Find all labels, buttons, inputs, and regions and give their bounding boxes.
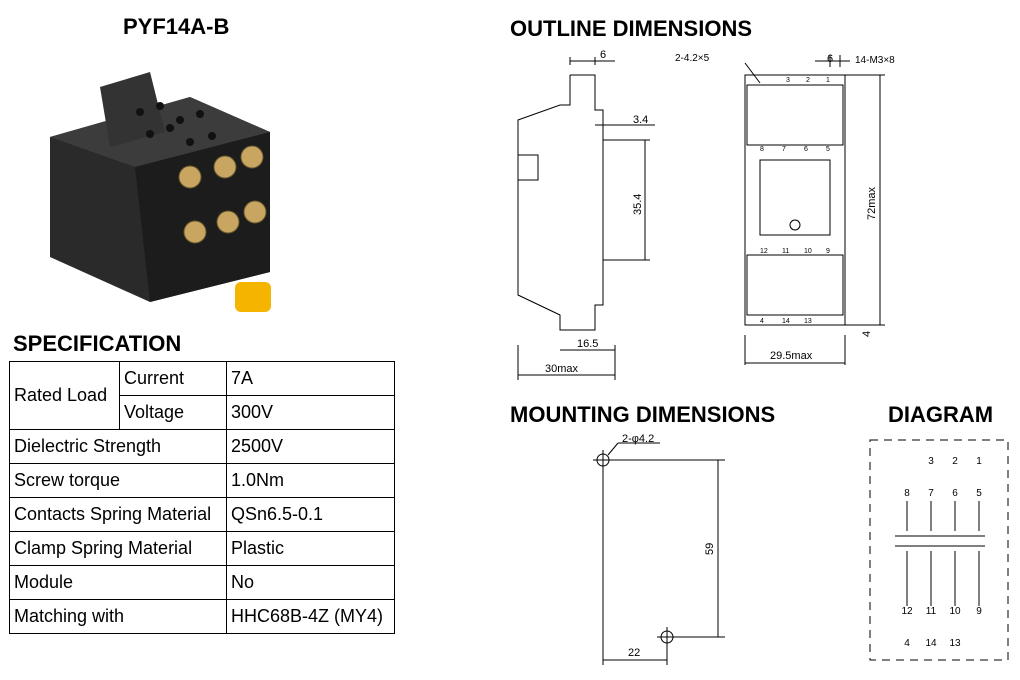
clip-tab	[235, 282, 271, 312]
diagram-terminal: 9	[976, 606, 982, 617]
diagram-terminal: 12	[901, 606, 913, 617]
diagram-terminal: 10	[949, 606, 961, 617]
contact-set	[895, 501, 985, 606]
diagram-terminal: 13	[949, 638, 961, 649]
diagram-terminal: 7	[928, 488, 934, 499]
spec-sublabel: Current	[119, 361, 227, 396]
mounting-title: MOUNTING DIMENSIONS	[510, 402, 776, 427]
spec-value: HHC68B-4Z (MY4)	[226, 599, 395, 634]
dim-side-width: 30max	[545, 363, 579, 375]
dim-front-width: 29.5max	[770, 350, 813, 362]
diagram-terminal: 2	[952, 456, 958, 467]
dim-front-bottom: 4	[861, 331, 873, 337]
front-terminal-label: 13	[804, 318, 812, 325]
spec-value: No	[226, 565, 395, 600]
spec-value: QSn6.5-0.1	[226, 497, 395, 532]
spec-label: Module	[9, 565, 227, 600]
upper-terminal-block	[746, 84, 844, 146]
diagram-terminal: 5	[976, 488, 982, 499]
dim-side-bottom: 16.5	[577, 338, 598, 350]
front-terminal-label: 12	[760, 248, 768, 255]
dim-front-holes: 2-4.2×5	[675, 53, 710, 64]
spec-label: Screw torque	[9, 463, 227, 498]
front-terminal-label: 2	[806, 77, 810, 84]
diagram-terminal: 14	[925, 638, 937, 649]
spec-label: Rated Load	[9, 361, 120, 430]
front-terminal-label: 10	[804, 248, 812, 255]
spec-label: Contacts Spring Material	[9, 497, 227, 532]
dim-side-height: 35.4	[632, 194, 644, 215]
dim-side-top: 6	[600, 49, 606, 61]
spec-label: Clamp Spring Material	[9, 531, 227, 566]
diagram-terminal: 8	[904, 488, 910, 499]
dim-front-screws: 14-M3×8	[855, 55, 895, 66]
spec-value: 1.0Nm	[226, 463, 395, 498]
diagram-title: DIAGRAM	[888, 402, 994, 427]
front-terminal-label: 8	[760, 146, 764, 153]
spec-value: Plastic	[226, 531, 395, 566]
spec-label: Dielectric Strength	[9, 429, 227, 464]
front-terminal-label: 3	[786, 77, 790, 84]
product-title: PYF14A-B	[123, 14, 230, 39]
product-photo	[50, 72, 271, 312]
outline-title: OUTLINE DIMENSIONS	[510, 16, 753, 41]
front-terminal-label: 11	[782, 248, 789, 255]
spec-value: 300V	[226, 395, 395, 430]
spec-value: 2500V	[226, 429, 395, 464]
dim-front-height: 72max	[866, 186, 878, 220]
front-terminal-label: 5	[826, 146, 830, 153]
diagram-terminal: 4	[904, 638, 910, 649]
diagram-terminal: 11	[926, 606, 937, 617]
front-terminal-label: 4	[760, 318, 764, 325]
diagram-terminal: 6	[952, 488, 958, 499]
lower-terminal-block	[746, 254, 844, 316]
outline-front-view: 2-4.2×5 14-M3×8 6 72max 4 29.5max 3 2 1 …	[675, 53, 895, 365]
front-terminal-label: 14	[782, 318, 790, 325]
spec-title: SPECIFICATION	[13, 331, 182, 356]
diagram-terminal: 1	[976, 456, 982, 467]
mounting-drawing: 2-φ4.2 59 22	[593, 433, 725, 665]
spec-value: 7A	[226, 361, 395, 396]
spec-sublabel: Voltage	[119, 395, 227, 430]
dim-mount-height: 59	[704, 543, 716, 555]
dim-mount-hole: 2-φ4.2	[622, 433, 654, 445]
wiring-diagram: 3 2 1 8 7 6 5 12 11 10 9 4 14 13	[869, 439, 1009, 661]
dim-mount-width: 22	[628, 647, 640, 659]
front-terminal-label: 1	[826, 77, 830, 84]
front-terminal-label: 6	[804, 146, 808, 153]
outline-side-view: 6 3.4 35.4 16.5 30max	[517, 49, 655, 380]
dim-side-offset: 3.4	[633, 114, 648, 126]
spec-table: Rated Load Current 7A Voltage 300V Diele…	[9, 361, 395, 634]
front-terminal-label: 9	[826, 248, 830, 255]
front-terminal-label: 7	[782, 146, 786, 153]
spec-label: Matching with	[9, 599, 227, 634]
diagram-terminal: 3	[928, 456, 934, 467]
dim-front-top: 6	[827, 53, 833, 65]
